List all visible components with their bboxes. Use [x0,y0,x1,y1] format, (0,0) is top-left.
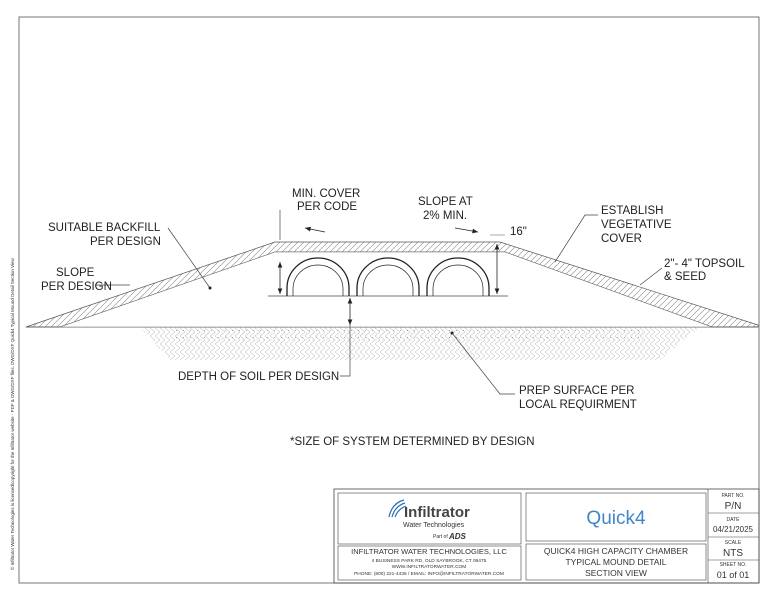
infiltrator-logo-icon [388,499,407,518]
chamber-3 [426,257,490,296]
chambers [286,257,490,296]
slope-arrow-right [454,227,479,234]
logo-ads: ADS [448,532,467,541]
logo-part-of: Part of [433,534,448,540]
label-topsoil-1: 2"- 4" TOPSOIL [664,258,745,270]
label-slope-at-1: SLOPE AT [418,196,473,208]
label-depth-of-soil: DEPTH OF SOIL PER DESIGN [178,371,339,383]
company-website: WWW.INFILTRATORWATER.COM [392,564,467,570]
company-contact: PHONE: (800) 221-4436 / EMAIL: INFO@INFI… [354,571,504,577]
leaders [95,210,663,395]
chamber-2 [356,257,420,296]
side-note: © Infiltrator Water Technologies is lice… [9,257,15,570]
label-dim-16: 16" [510,226,527,238]
desc-line-2: TYPICAL MOUND DETAIL [565,557,666,567]
label-slope-at-2: 2% MIN. [423,210,467,222]
chamber-2-inner [362,264,414,296]
label-backfill-2: PER DESIGN [90,236,161,248]
title-block [333,488,760,584]
scale-label: SCALE [725,540,742,546]
label-establish-2: VEGETATIVE [601,219,672,231]
prep-dot [450,331,454,335]
slope-arrow-left [304,226,326,233]
label-slope-1: SLOPE [56,267,95,279]
date-label: DATE [727,517,741,523]
label-min-cover-1: MIN. COVER [292,188,360,200]
desc-line-1: QUICK4 HIGH CAPACITY CHAMBER [544,546,688,556]
logo-sub: Water Technologies [403,522,465,529]
company-name: INFILTRATOR WATER TECHNOLOGIES, LLC [351,547,507,556]
label-topsoil-2: & SEED [664,271,706,283]
part-no-value: P/N [725,501,742,512]
label-min-cover-2: PER CODE [297,201,357,213]
chamber-1-inner [292,264,344,296]
product-logo: Quick4 [586,508,646,529]
label-establish-1: ESTABLISH [601,205,663,217]
logo-name: Infiltrator [404,504,470,521]
sheet-label: SHEET NO. [720,562,747,568]
chamber-1 [286,257,350,296]
sheet-value: 01 of 01 [717,570,750,580]
label-backfill-1: SUITABLE BACKFILL [48,222,161,234]
desc-line-3: SECTION VIEW [585,568,647,578]
label-slope-2: PER DESIGN [41,281,112,293]
label-size-note: *SIZE OF SYSTEM DETERMINED BY DESIGN [290,436,535,448]
label-establish-3: COVER [601,233,642,245]
company-address: 4 BUSINESS PARK RD, OLD SAYBROOK, CT 064… [372,558,487,564]
scale-value: NTS [723,548,743,559]
chamber-3-inner [432,264,484,296]
label-prep-1: PREP SURFACE PER [519,385,634,397]
label-prep-2: LOCAL REQUIRMENT [519,399,637,411]
part-no-label: PART NO. [721,493,744,499]
prep-surface-layer [175,327,645,341]
backfill-dot [208,286,212,290]
date-value: 04/21/2025 [713,525,754,534]
